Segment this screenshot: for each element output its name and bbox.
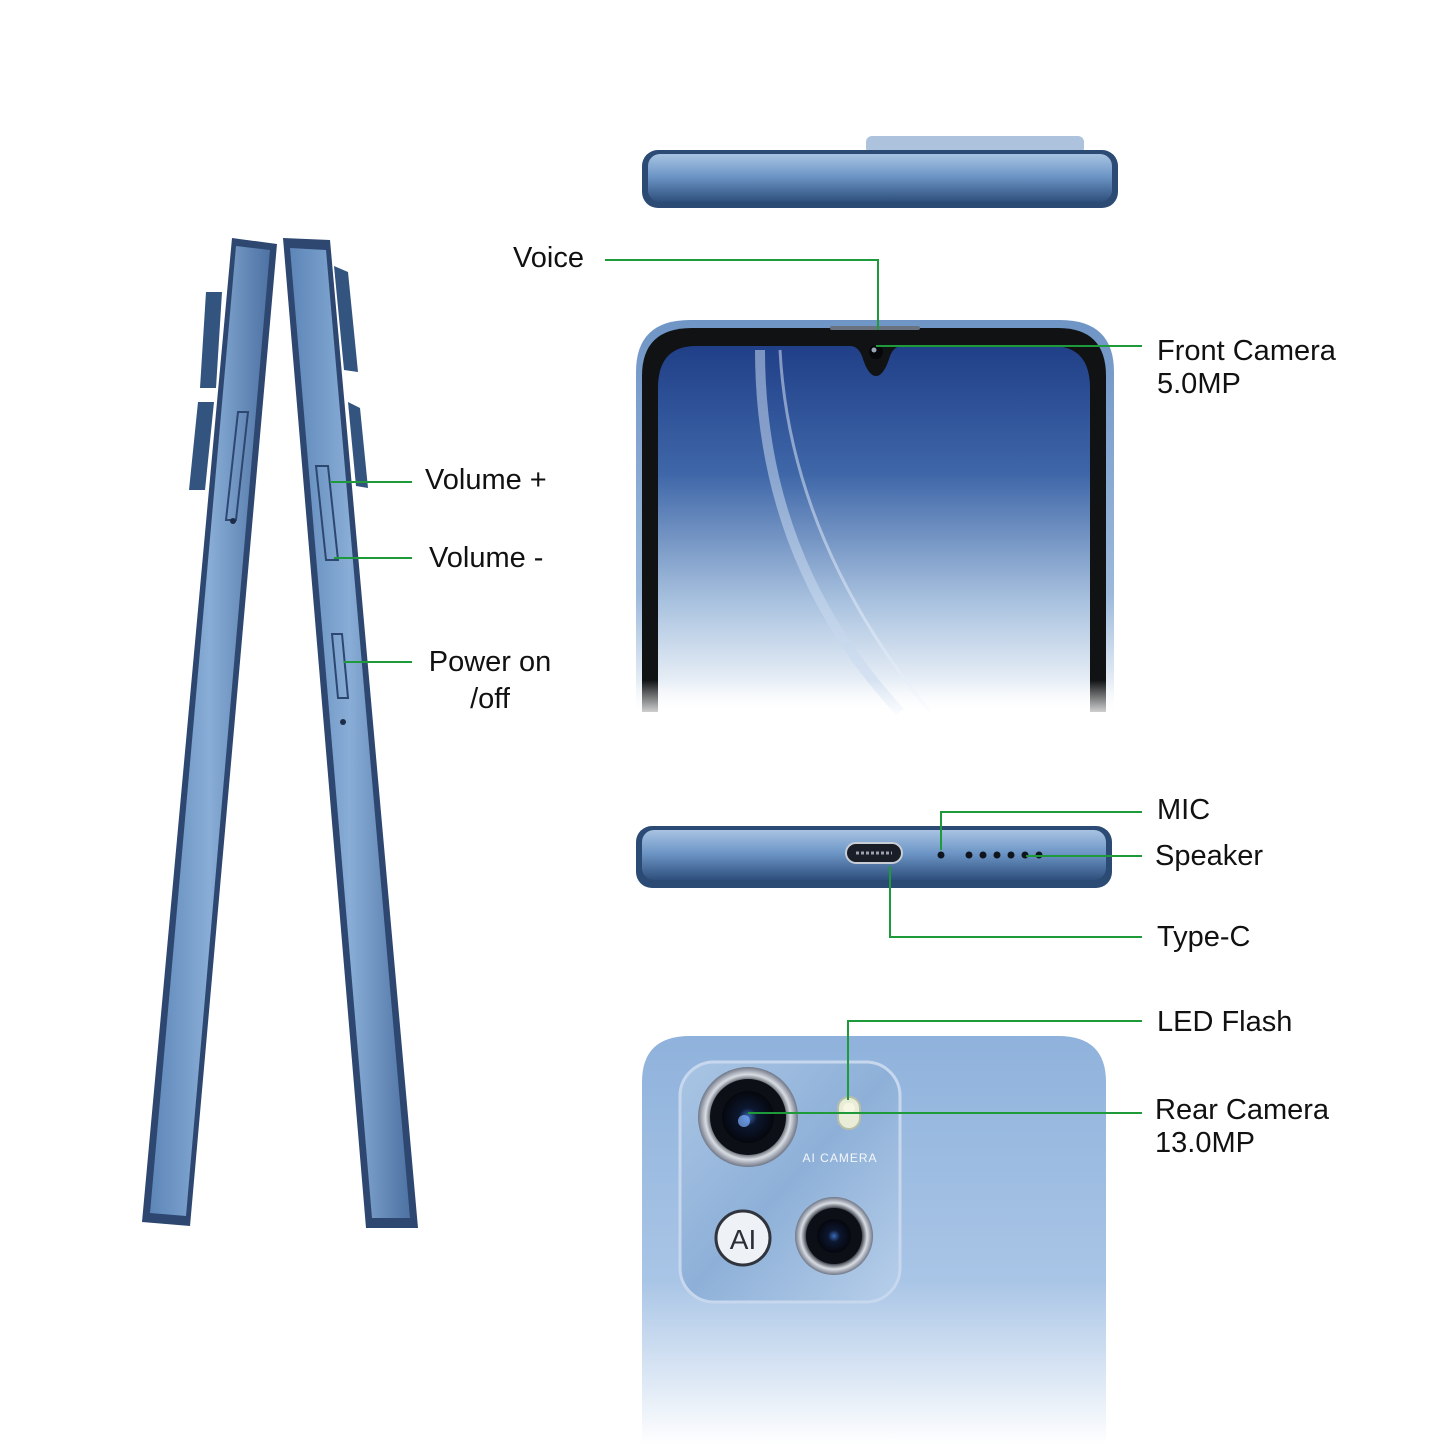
label-type-c: Type-C — [1157, 921, 1251, 953]
secondary-camera-icon — [795, 1197, 873, 1275]
side-view-left-phone — [142, 238, 277, 1226]
rear-camera-icon — [698, 1067, 798, 1167]
label-power: Power on /off — [420, 646, 560, 716]
label-volume-down: Volume - — [429, 542, 544, 574]
leader-lines — [330, 259, 1142, 1114]
label-front-camera-line2: 5.0MP — [1157, 368, 1241, 400]
leader-type-c — [889, 866, 1142, 938]
side-view-right-phone — [283, 238, 418, 1228]
front-camera-icon — [869, 345, 883, 359]
label-speaker: Speaker — [1155, 840, 1264, 872]
mic-hole-icon — [937, 851, 945, 859]
back-view: AI CAMERA AI — [642, 1036, 1106, 1445]
ai-button: AI — [714, 1209, 772, 1267]
leader-mic — [940, 811, 1142, 850]
power-button — [330, 633, 350, 699]
volume-rocker — [314, 465, 340, 561]
label-power-line1: Power on — [428, 646, 552, 678]
label-volume-up: Volume + — [425, 464, 547, 496]
top-edge-view — [642, 136, 1118, 208]
leader-voice — [605, 259, 879, 330]
label-front-camera: Front Camera 5.0MP — [1157, 335, 1336, 401]
front-view — [636, 320, 1116, 720]
label-voice: Voice — [513, 242, 584, 274]
label-mic: MIC — [1157, 794, 1211, 826]
label-rear-camera: Rear Camera 13.0MP — [1155, 1094, 1329, 1160]
svg-text:AI: AI — [730, 1224, 756, 1255]
label-led-flash: LED Flash — [1157, 1006, 1293, 1038]
label-power-line2: /off — [470, 683, 510, 715]
label-front-camera-line1: Front Camera — [1157, 335, 1336, 367]
camera-module-badge: AI CAMERA — [802, 1151, 877, 1165]
label-rear-camera-line1: Rear Camera — [1155, 1094, 1330, 1126]
leader-led-flash — [847, 1020, 1142, 1100]
label-rear-camera-line2: 13.0MP — [1155, 1127, 1255, 1159]
bottom-edge-view — [636, 826, 1112, 888]
usb-c-port-icon — [845, 842, 903, 864]
